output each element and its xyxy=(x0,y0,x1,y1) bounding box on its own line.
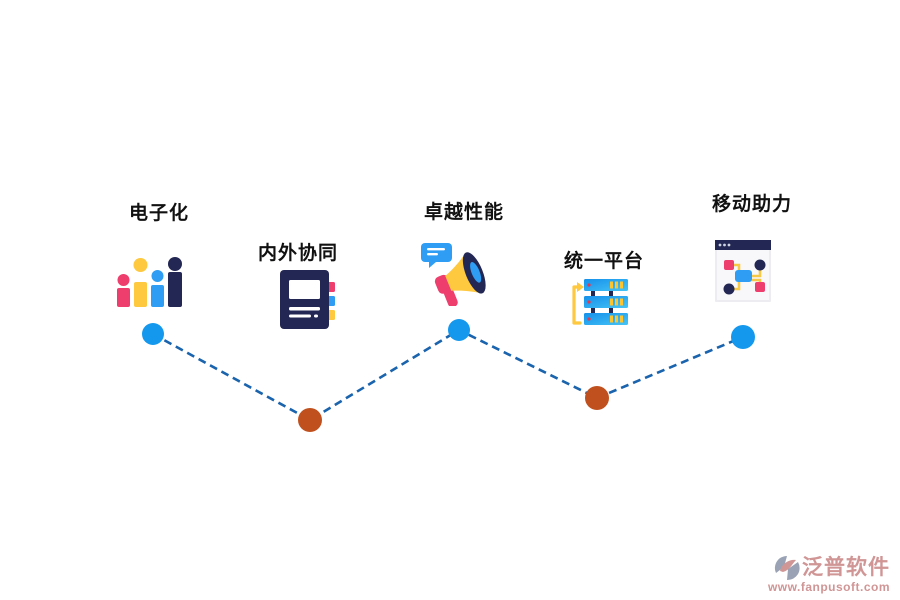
notebook-icon xyxy=(280,270,335,329)
feature-label-mobile-boost: 移动助力 xyxy=(711,194,793,215)
megaphone-icon xyxy=(421,243,486,306)
feature-label-performance: 卓越性能 xyxy=(423,202,505,223)
feature-label-collaboration: 内外协同 xyxy=(257,243,339,264)
feature-label-electronic: 电子化 xyxy=(128,203,190,224)
browser-flowchart-icon xyxy=(715,240,771,302)
feature-label-unified-platform: 统一平台 xyxy=(563,251,645,272)
bar-chart-icon xyxy=(117,257,182,307)
timeline-node-dot xyxy=(585,386,609,410)
timeline-node-dot xyxy=(731,325,755,349)
watermark-url: www.fanpusoft.com xyxy=(767,580,890,595)
watermark-brand: 泛普软件 xyxy=(802,556,890,580)
timeline-node-dot xyxy=(142,323,164,345)
timeline-node-dot xyxy=(298,408,322,432)
timeline-node-dot xyxy=(448,319,470,341)
fanpu-logo-icon xyxy=(774,556,800,581)
server-stack-icon xyxy=(572,279,628,325)
watermark: 泛普软件 www.fanpusoft.com xyxy=(768,555,890,594)
timeline-dashed-line xyxy=(152,328,744,422)
